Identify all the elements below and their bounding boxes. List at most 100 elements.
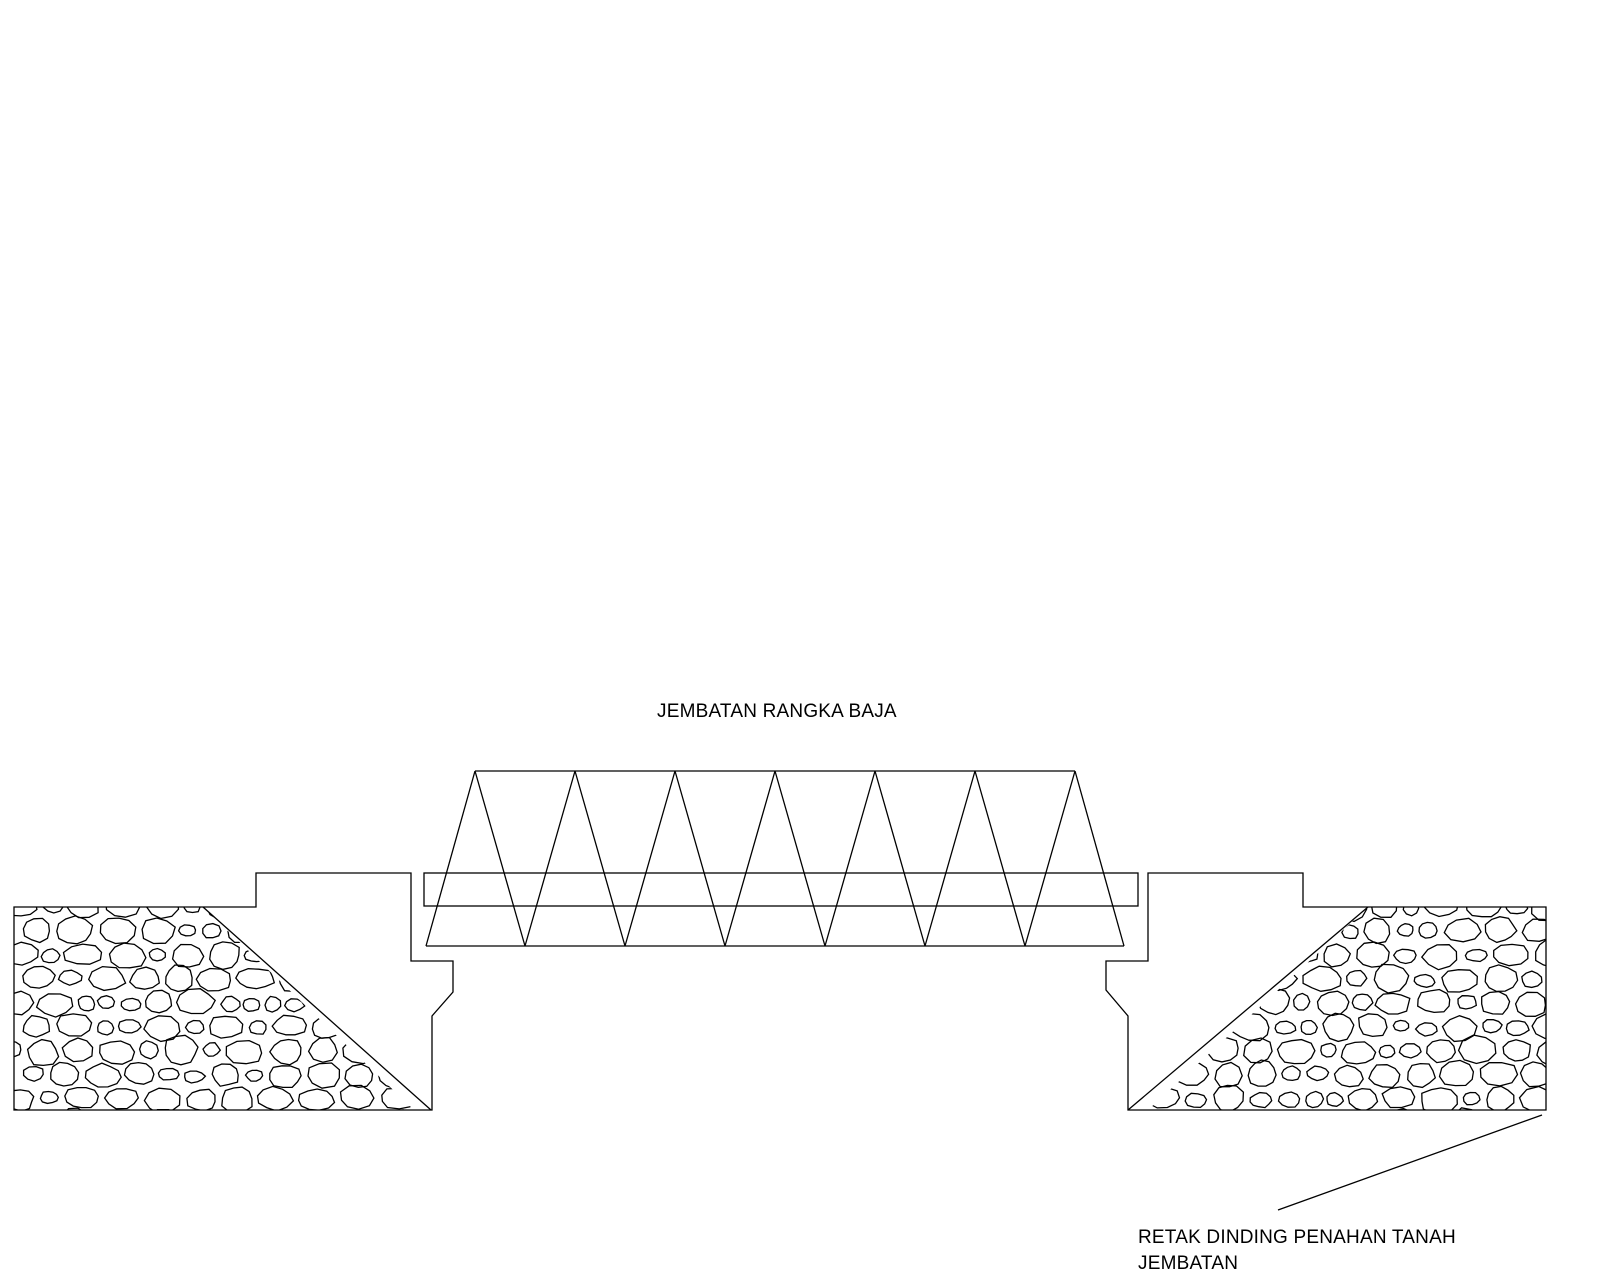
masonry-stone xyxy=(1211,907,1248,921)
masonry-stone xyxy=(117,1019,142,1034)
masonry-stone xyxy=(410,1063,414,1087)
masonry-stone xyxy=(1247,1059,1277,1087)
masonry-stone xyxy=(1374,992,1411,1015)
masonry-stone xyxy=(211,1063,239,1087)
masonry-stone xyxy=(1257,987,1291,1016)
masonry-stone xyxy=(1443,917,1482,943)
masonry-stone xyxy=(1504,907,1529,915)
masonry-stone xyxy=(1292,1112,1319,1136)
masonry-stone xyxy=(186,1088,216,1110)
masonry-stone xyxy=(1213,1084,1245,1110)
truss-diagonal xyxy=(724,770,776,947)
masonry-stone xyxy=(344,1013,374,1040)
masonry-stone xyxy=(1487,1115,1511,1129)
masonry-stone xyxy=(1274,1020,1297,1035)
masonry-stone xyxy=(221,1086,253,1110)
masonry-stone xyxy=(1248,907,1267,913)
masonry-stone xyxy=(1272,946,1298,960)
masonry-stone xyxy=(385,1038,414,1062)
truss-diagonal xyxy=(924,770,976,947)
masonry-stone xyxy=(424,1043,445,1055)
left-wall-outline xyxy=(13,872,454,1111)
masonry-stone xyxy=(1536,1040,1546,1068)
masonry-stone xyxy=(1300,1019,1319,1036)
masonry-stone xyxy=(1276,1038,1316,1065)
masonry-stone xyxy=(1302,965,1342,992)
masonry-stone xyxy=(1281,1065,1301,1082)
masonry-stone xyxy=(271,1014,308,1036)
masonry-stone xyxy=(269,1065,302,1089)
masonry-stone xyxy=(1119,897,1145,917)
masonry-stone xyxy=(1493,943,1529,967)
masonry-stone xyxy=(184,1019,205,1035)
masonry-stone xyxy=(65,907,99,919)
masonry-stone xyxy=(1386,1107,1422,1110)
masonry-stone xyxy=(1169,1018,1193,1035)
masonry-stone xyxy=(1250,1111,1288,1139)
masonry-stone xyxy=(96,995,116,1009)
masonry-stone xyxy=(375,1012,407,1038)
left-retaining-wall xyxy=(13,872,482,1137)
masonry-stone xyxy=(340,989,371,1014)
masonry-stone xyxy=(1518,1085,1546,1110)
masonry-stone xyxy=(1370,907,1398,918)
masonry-stone xyxy=(1481,990,1511,1015)
masonry-stone xyxy=(128,966,161,990)
masonry-stone xyxy=(1347,1087,1379,1110)
masonry-stone xyxy=(344,1063,374,1089)
masonry-stone xyxy=(1392,948,1417,965)
masonry-stone xyxy=(1197,970,1220,989)
masonry-stone xyxy=(164,1034,199,1066)
truss-diagonal xyxy=(674,770,726,947)
masonry-stone xyxy=(311,968,347,995)
masonry-stone xyxy=(1514,991,1546,1017)
masonry-stone xyxy=(1392,1019,1410,1032)
masonry-stone xyxy=(105,907,142,918)
masonry-stone xyxy=(411,1016,414,1036)
masonry-stone xyxy=(64,1086,100,1109)
masonry-stone xyxy=(14,990,35,1016)
masonry-stone xyxy=(14,1040,22,1058)
masonry-stone xyxy=(307,1062,341,1089)
masonry-stone xyxy=(1398,1043,1422,1059)
masonry-stone xyxy=(450,1038,482,1061)
masonry-stone xyxy=(77,995,96,1012)
masonry-stone xyxy=(1373,963,1410,994)
masonry-stone xyxy=(62,943,103,965)
masonry-stone xyxy=(273,1111,303,1137)
masonry-stone xyxy=(1521,918,1546,942)
masonry-stone xyxy=(306,924,330,939)
masonry-stone xyxy=(1175,969,1196,987)
masonry-stone xyxy=(1316,990,1350,1017)
masonry-stone xyxy=(60,1107,89,1110)
masonry-stone xyxy=(1320,1042,1337,1058)
masonry-stone xyxy=(1441,969,1478,993)
masonry-stone xyxy=(202,922,222,939)
masonry-stone xyxy=(1556,1069,1574,1082)
masonry-stone xyxy=(1230,917,1271,944)
crack-note-label: RETAK DINDING PENAHAN TANAH JEMBATAN xyxy=(1138,1225,1456,1277)
masonry-stone xyxy=(235,968,276,990)
masonry-stone xyxy=(120,997,142,1012)
masonry-stone xyxy=(244,1069,264,1082)
masonry-stone xyxy=(1462,1091,1481,1106)
truss-diagonal xyxy=(574,770,626,947)
masonry-stone xyxy=(1402,907,1420,917)
masonry-stone xyxy=(39,1090,60,1105)
truss-diagonal xyxy=(974,770,1026,947)
masonry-stone xyxy=(1368,1064,1401,1089)
masonry-stone xyxy=(123,1061,155,1085)
masonry-stone xyxy=(138,1040,159,1060)
truss-end-post-right xyxy=(1074,770,1125,947)
masonry-stone xyxy=(23,1113,56,1136)
masonry-stone xyxy=(264,995,282,1013)
masonry-stone xyxy=(1457,1034,1497,1065)
masonry-stone xyxy=(202,1042,222,1057)
crack-note-line2: JEMBATAN xyxy=(1138,1253,1239,1274)
masonry-stone xyxy=(1197,939,1234,969)
masonry-stone xyxy=(1226,1118,1247,1130)
masonry-stone xyxy=(1346,969,1368,987)
masonry-stone xyxy=(1323,943,1352,968)
masonry-stone xyxy=(374,948,393,963)
masonry-stone xyxy=(407,907,414,921)
